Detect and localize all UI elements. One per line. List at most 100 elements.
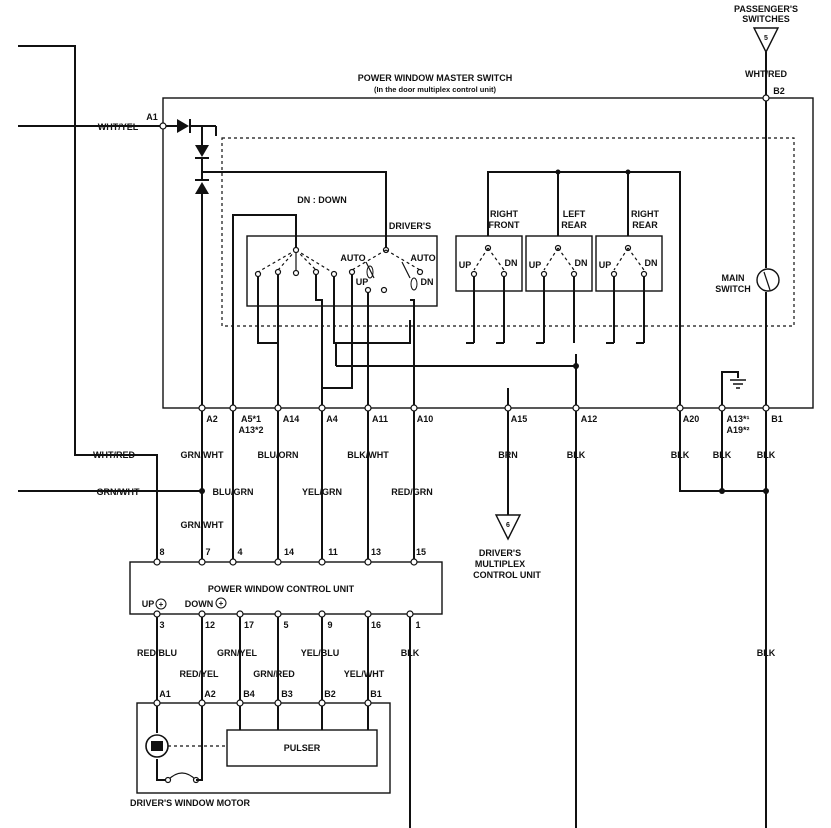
- passenger-connector-triangle: [752, 27, 780, 54]
- grn-yel-label: GRN/YEL: [217, 648, 258, 658]
- rf-dn-label: DN: [505, 258, 518, 268]
- master-switch-box: [162, 97, 814, 409]
- a10-internal-wire: [410, 299, 415, 408]
- main-switch-label-2: SWITCH: [715, 284, 751, 294]
- left-rear-label-2: REAR: [561, 220, 587, 230]
- yel-wht-label: YEL/WHT: [344, 669, 385, 679]
- multiplex-connector-triangle: [494, 514, 522, 541]
- cu-pin-16: 16: [371, 620, 381, 630]
- yel-grn-label: YEL/GRN: [302, 487, 342, 497]
- pin-a1-label: A1: [146, 112, 158, 122]
- sub-switch-feed-wire: [487, 171, 681, 408]
- blk-a12-label: BLK: [567, 450, 586, 460]
- window-motor-label: DRIVER'S WINDOW MOTOR: [130, 798, 250, 808]
- right-rear-label-2: REAR: [632, 220, 658, 230]
- motor-pin-a2: A2: [204, 689, 216, 699]
- diode-to-drivers-switch-wire: [202, 171, 387, 248]
- lr-dn-label: DN: [575, 258, 588, 268]
- pin-a20-label: A20: [683, 414, 700, 424]
- rf-up-label: UP: [459, 260, 472, 270]
- drivers-up-label: UP: [356, 277, 369, 287]
- motor-pins: [153, 699, 372, 707]
- left-rear-switch: LEFT REAR UP DN: [525, 209, 593, 292]
- pin-a10-label: A10: [417, 414, 434, 424]
- cu-pin-13: 13: [371, 547, 381, 557]
- pin-a12-label: A12: [581, 414, 598, 424]
- blk-wht-label: BLK/WHT: [347, 450, 389, 460]
- a5-internal-wire: [232, 214, 297, 408]
- blk-a20-label: BLK: [671, 450, 690, 460]
- cu-pin-7: 7: [205, 547, 210, 557]
- cu-pin-5: 5: [283, 620, 288, 630]
- cu-pin-4: 4: [237, 547, 242, 557]
- passenger-connector-number: 5: [764, 35, 768, 42]
- blk-1-label: BLK: [401, 648, 420, 658]
- pin-a14-label: A14: [283, 414, 300, 424]
- grn-red-label: GRN/RED: [253, 669, 295, 679]
- pin-a13-1-label: A13*¹: [726, 414, 749, 424]
- motor-pin-a1: A1: [159, 689, 171, 699]
- pulser-box: [226, 729, 378, 767]
- pin-a1-terminal: [159, 122, 167, 130]
- diode-a1-icon: [177, 119, 189, 133]
- blk-a13-label: BLK: [713, 450, 732, 460]
- pin-b1-label: B1: [771, 414, 783, 424]
- pin-a19-2-label: A19*²: [726, 425, 749, 435]
- red-yel-label: RED/YEL: [179, 669, 219, 679]
- pulser-label: PULSER: [284, 743, 321, 753]
- pin-a13-2-label: A13*2: [238, 425, 263, 435]
- motor-pin-b3: B3: [281, 689, 293, 699]
- right-rear-switch: RIGHT REAR UP DN: [595, 209, 663, 292]
- motor-pin-b1: B1: [370, 689, 382, 699]
- blk-b1-label: BLK: [757, 450, 776, 460]
- multiplex-label-2: MULTIPLEX: [475, 559, 525, 569]
- passenger-switches-label-2: SWITCHES: [742, 14, 790, 24]
- main-switch-icon: [756, 268, 780, 292]
- wht-red-left-label: WHT/RED: [93, 450, 135, 460]
- master-switch-title: POWER WINDOW MASTER SWITCH: [358, 73, 513, 83]
- cu-pin-15: 15: [416, 547, 426, 557]
- cu-pin-8: 8: [159, 547, 164, 557]
- motor-gear-icon: [167, 772, 197, 781]
- cu-pin-17: 17: [244, 620, 254, 630]
- pin-a15-label: A15: [511, 414, 528, 424]
- motor-pin-b4: B4: [243, 689, 255, 699]
- pin-b2-terminal: [762, 94, 770, 102]
- blu-orn-label: BLU/ORN: [258, 450, 299, 460]
- cu-up-label: UP: [142, 599, 155, 609]
- diode-lower-icon: [195, 182, 209, 194]
- diode-upper-icon: [195, 145, 209, 157]
- dn-legend: DN : DOWN: [297, 195, 347, 205]
- pin-a4-label: A4: [326, 414, 338, 424]
- blu-grn-label: BLU/GRN: [213, 487, 254, 497]
- auto-label-1: AUTO: [340, 253, 365, 263]
- pin-a5-label: A5*1: [241, 414, 261, 424]
- multiplex-label-3: CONTROL UNIT: [473, 570, 541, 580]
- cu-pin-14: 14: [284, 547, 294, 557]
- multiplex-connector-number: 6: [506, 522, 510, 529]
- rr-dn-label: DN: [645, 258, 658, 268]
- control-unit-box: [129, 561, 443, 615]
- right-front-label-2: FRONT: [489, 220, 520, 230]
- left-rear-label-1: LEFT: [563, 209, 586, 219]
- rr-up-label: UP: [599, 260, 612, 270]
- a4-internal-wire: [315, 274, 323, 408]
- motor-pin-b2: B2: [324, 689, 336, 699]
- grn-wht-left-label: GRN/WHT: [97, 487, 140, 497]
- plus-icon-up: [155, 598, 167, 610]
- multiplex-inner-dashed-box: [221, 137, 795, 327]
- window-motor-box: [136, 702, 391, 794]
- pin-b2-label: B2: [773, 86, 785, 96]
- cu-down-label: DOWN: [185, 599, 214, 609]
- master-switch-subtitle: (In the door multiplex control unit): [374, 85, 497, 94]
- cu-pin-12: 12: [205, 620, 215, 630]
- ground-icon: [730, 379, 746, 389]
- master-switch-bottom-pins: [198, 404, 770, 412]
- pin-a2-label: A2: [206, 414, 218, 424]
- control-unit-title: POWER WINDOW CONTROL UNIT: [208, 584, 355, 594]
- main-switch-label-1: MAIN: [722, 273, 745, 283]
- drivers-switch-contacts: [254, 246, 338, 278]
- auto-label-2: AUTO: [410, 253, 435, 263]
- sub-switch-output-wires: [466, 277, 645, 408]
